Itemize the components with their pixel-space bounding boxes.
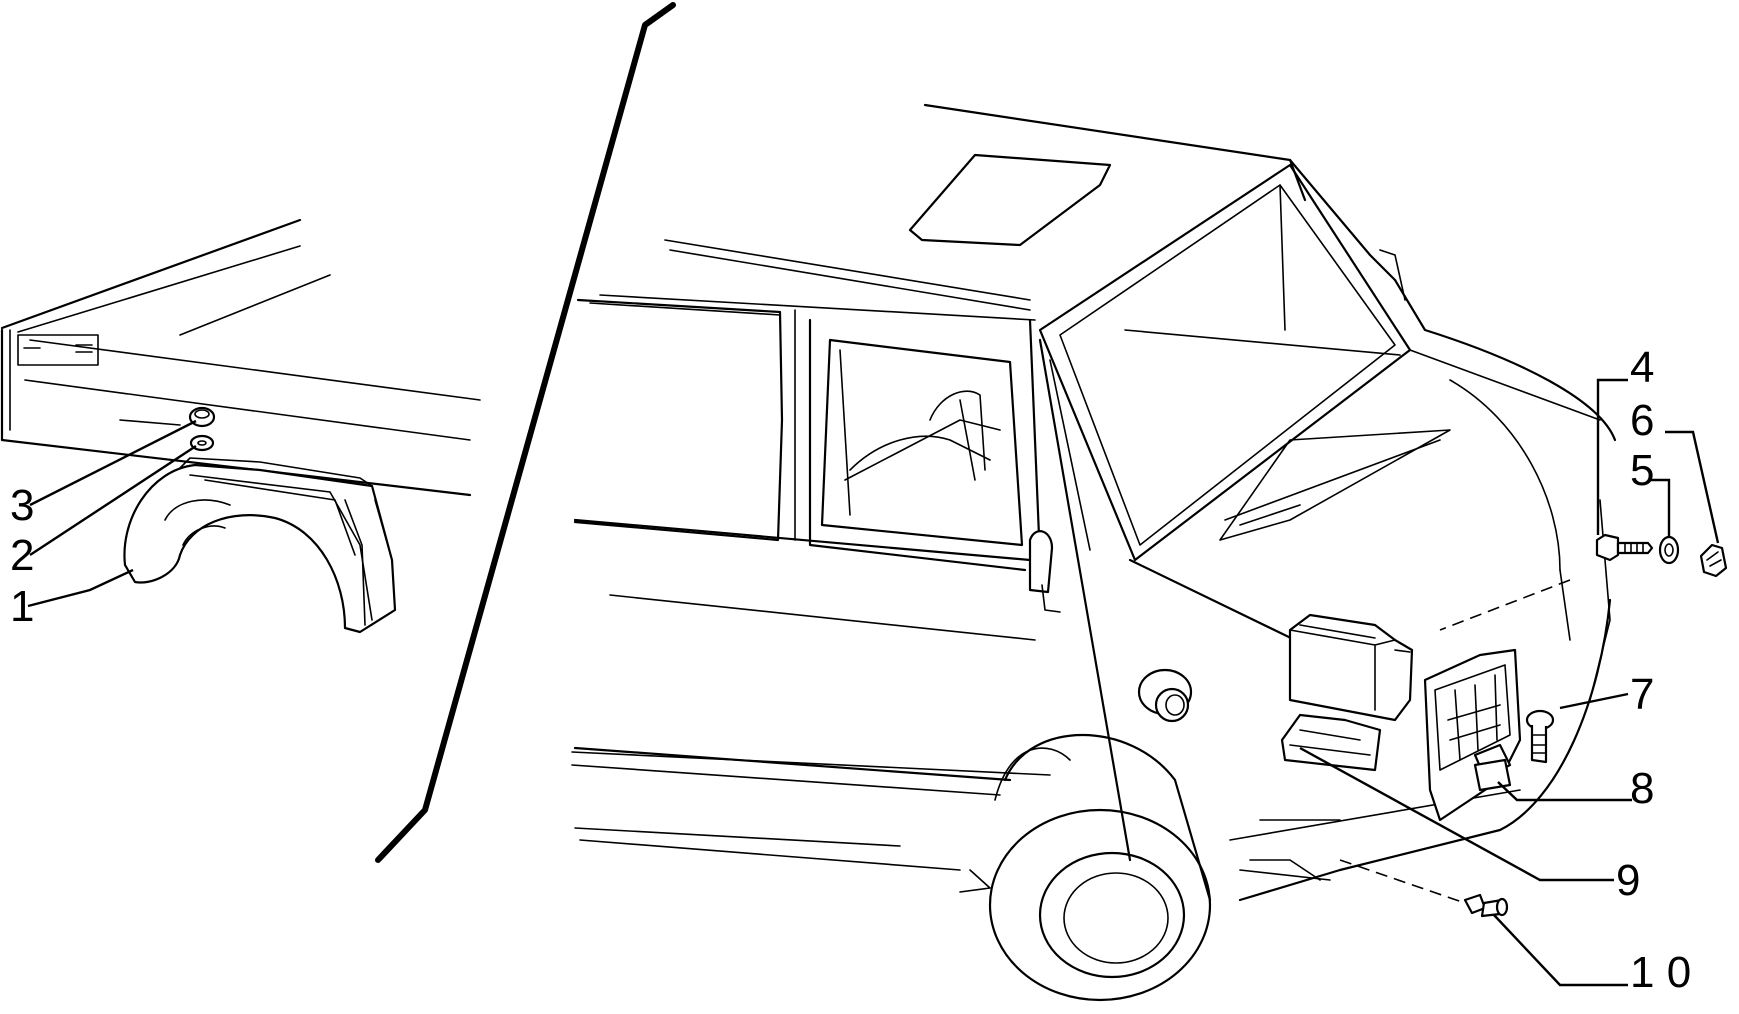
callout-3: 3 <box>10 481 34 530</box>
inset-separator-line <box>375 2 676 863</box>
part-5-washer <box>1658 535 1680 565</box>
leader-1 <box>27 568 134 608</box>
assembly-line-4-to-bracket <box>1439 579 1571 631</box>
part-1-wheel-arch-liner <box>123 457 397 634</box>
assembly-line-10 <box>1339 859 1466 904</box>
leader-4 <box>1596 378 1628 535</box>
part-6-clip-nut <box>1699 543 1728 578</box>
leader-6 <box>1665 430 1720 544</box>
leader-2 <box>29 444 197 557</box>
callout-5: 5 <box>1630 446 1654 495</box>
callout-1: 1 <box>10 582 34 631</box>
callout-8: 8 <box>1630 764 1654 813</box>
leader-10 <box>1493 914 1628 987</box>
part-4-screw <box>1595 533 1654 562</box>
part-2-washer <box>189 434 215 452</box>
leader-8 <box>1497 781 1632 802</box>
callout-6: 6 <box>1630 396 1654 445</box>
callout-2: 2 <box>10 531 34 580</box>
leader-3 <box>29 419 197 507</box>
part-10-pin <box>1463 893 1509 918</box>
callout-7: 7 <box>1630 670 1654 719</box>
callout-9: 9 <box>1616 856 1640 905</box>
part-7-bolt <box>1525 709 1555 764</box>
part-9-control-unit <box>1280 613 1414 772</box>
vehicle-body <box>571 103 1617 1002</box>
leader-7 <box>1559 692 1629 710</box>
callout-10: 1 0 <box>1630 948 1691 997</box>
leader-9 <box>1299 746 1614 882</box>
leader-5 <box>1651 478 1671 537</box>
part-8-mounting-bracket <box>1423 648 1522 822</box>
callout-4: 4 <box>1630 343 1654 392</box>
left-inset-rear-body <box>0 218 481 497</box>
